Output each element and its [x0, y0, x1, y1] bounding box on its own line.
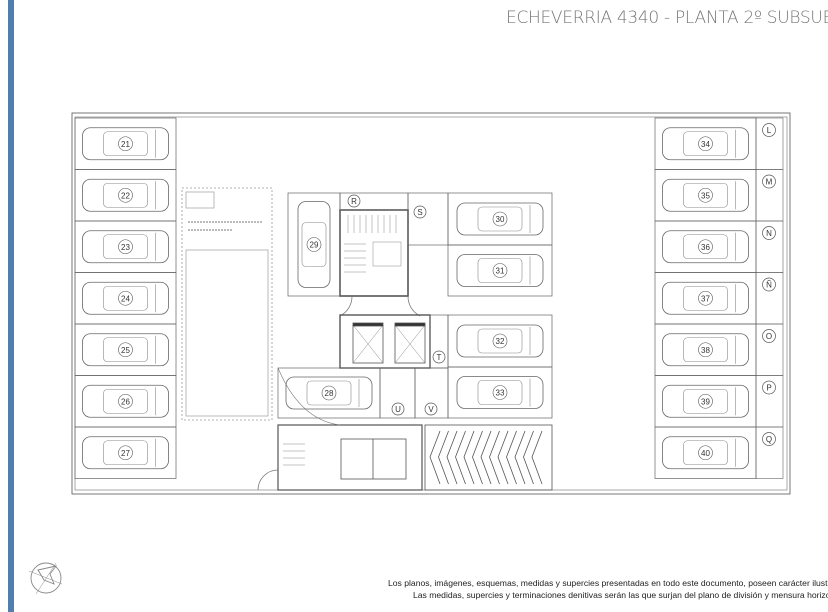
svg-text:27: 27 [121, 449, 130, 458]
parking-space-40: 40 [654, 426, 757, 479]
svg-text:36: 36 [701, 243, 710, 252]
car-icon [662, 333, 749, 367]
svg-text:R: R [351, 197, 357, 206]
svg-text:35: 35 [701, 191, 710, 200]
parking-space-34: 34 [654, 117, 757, 170]
car-icon [82, 384, 169, 418]
plan-outline [71, 112, 791, 495]
svg-text:30: 30 [496, 215, 505, 224]
svg-text:24: 24 [121, 294, 130, 303]
svg-text:Q: Q [766, 435, 772, 444]
svg-text:32: 32 [496, 337, 505, 346]
parking-space-26: 26 [74, 375, 177, 428]
parking-space-24: 24 [74, 272, 177, 325]
storage-O: O [762, 329, 776, 343]
parking-space-22: 22 [74, 169, 177, 222]
svg-text:38: 38 [701, 346, 710, 355]
svg-text:T: T [437, 353, 442, 362]
storage-N: N [762, 226, 776, 240]
parking-space-30: 30 [447, 192, 553, 246]
svg-text:L: L [767, 126, 772, 135]
parking-space-25: 25 [74, 323, 177, 376]
parking-space-33: 33 [447, 366, 553, 419]
reserved-area [181, 187, 273, 421]
service-stair [277, 424, 423, 491]
ramp [424, 424, 553, 491]
svg-text:O: O [766, 332, 772, 341]
parking-space-39: 39 [654, 375, 757, 428]
svg-text:26: 26 [121, 397, 130, 406]
svg-text:28: 28 [325, 389, 334, 398]
svg-text:Ñ: Ñ [766, 281, 772, 290]
parking-space-23: 23 [74, 220, 177, 273]
svg-text:34: 34 [701, 140, 710, 149]
accent-bar [8, 0, 14, 612]
storage-Q: Q [762, 432, 776, 446]
parking-space-29: 29 [287, 192, 341, 297]
car-icon [662, 384, 749, 418]
parking-space-38: 38 [654, 323, 757, 376]
north-arrow-icon [28, 562, 63, 595]
storage-M: M [762, 174, 776, 189]
storage-S: S [413, 205, 427, 219]
svg-text:21: 21 [121, 140, 130, 149]
car-icon [82, 436, 169, 470]
disclaimer-line-2: Las medidas, supercies y terminaciones d… [413, 590, 828, 600]
svg-text:29: 29 [310, 241, 319, 250]
shaft [340, 438, 407, 480]
svg-text:37: 37 [701, 294, 710, 303]
svg-text:V: V [428, 405, 434, 414]
parking-space-32: 32 [447, 314, 553, 368]
parking-space-37: 37 [654, 272, 757, 325]
svg-text:P: P [766, 384, 771, 393]
parking-space-35: 35 [654, 169, 757, 222]
car-icon [456, 376, 544, 409]
car-icon [82, 178, 169, 212]
svg-text:39: 39 [701, 397, 710, 406]
car-icon [285, 376, 373, 410]
svg-text:U: U [395, 405, 401, 414]
car-icon [456, 254, 544, 287]
reserved-area-inner [185, 249, 269, 417]
parking-space-36: 36 [654, 220, 757, 273]
storage-L: L [762, 123, 776, 137]
car-icon [456, 324, 544, 358]
car-icon [297, 201, 331, 288]
svg-text:S: S [417, 208, 422, 217]
parking-space-28: 28 [277, 367, 381, 419]
car-icon [456, 202, 544, 236]
svg-text:N: N [766, 229, 772, 238]
car-icon [82, 333, 169, 367]
car-icon [662, 178, 749, 212]
storage-V: V [424, 402, 438, 416]
car-icon [82, 127, 169, 161]
storage-U: U [391, 402, 405, 416]
car-icon [662, 436, 749, 470]
stair-core [339, 209, 409, 297]
car-icon [82, 230, 169, 264]
note-box [185, 191, 215, 209]
svg-text:M: M [766, 178, 773, 187]
svg-text:23: 23 [121, 243, 130, 252]
storage-Ñ: Ñ [762, 277, 776, 292]
storage-T: T [432, 350, 446, 364]
svg-text:31: 31 [496, 267, 505, 276]
storage-R: R [347, 194, 361, 208]
car-icon [662, 127, 749, 161]
svg-text:22: 22 [121, 191, 130, 200]
page-title: ECHEVERRIA 4340 - PLANTA 2º SUBSUELO [506, 8, 828, 28]
disclaimer-line-1: Los planos, imágenes, esquemas, medidas … [388, 578, 828, 588]
storage-P: P [762, 380, 776, 395]
svg-text:33: 33 [496, 389, 505, 398]
car-icon [662, 230, 749, 264]
svg-text:25: 25 [121, 346, 130, 355]
car-icon [662, 281, 749, 315]
parking-space-27: 27 [74, 426, 177, 479]
parking-space-21: 21 [74, 117, 177, 170]
car-icon [82, 281, 169, 315]
svg-text:40: 40 [701, 449, 710, 458]
parking-space-31: 31 [447, 244, 553, 297]
